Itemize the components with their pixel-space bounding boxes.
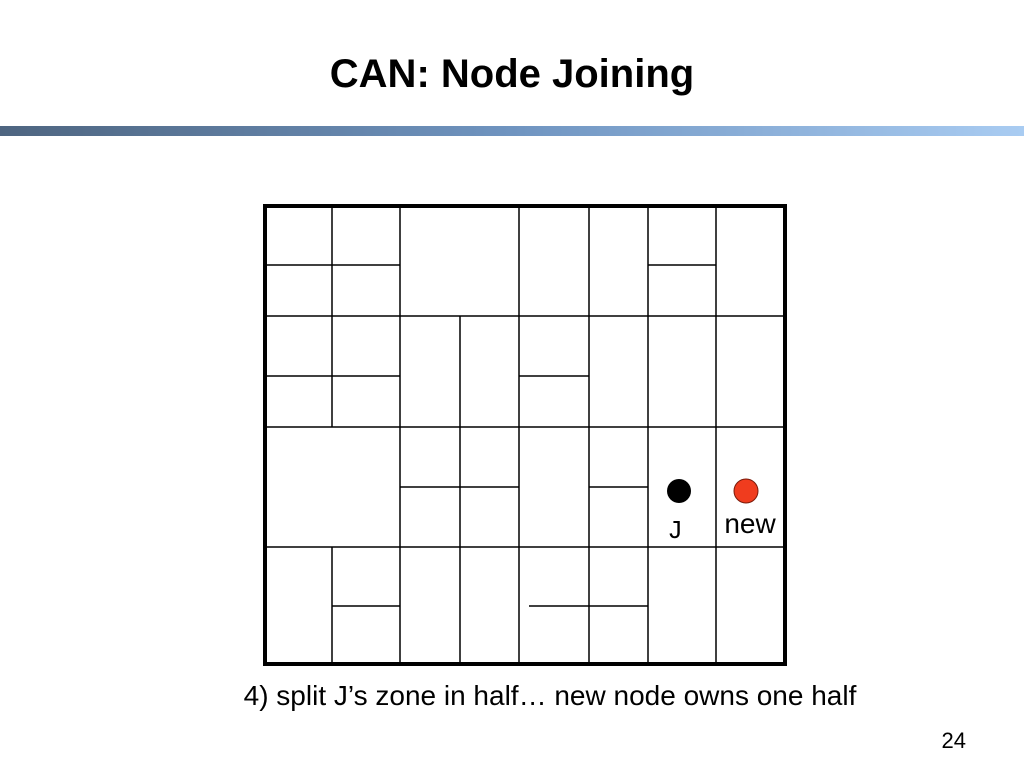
node-new-dot xyxy=(733,478,759,504)
node-new-label: new xyxy=(724,508,776,539)
slide-page-number: 24 xyxy=(941,728,966,753)
node-j-dot xyxy=(667,479,691,503)
slide-title: CAN: Node Joining xyxy=(329,52,695,96)
node-j-label: J xyxy=(667,516,683,546)
title-divider-bar xyxy=(0,126,1024,136)
slide-caption: 4) split J’s zone in half… new node owns… xyxy=(243,680,857,711)
coordinate-space-border xyxy=(263,204,787,666)
zone-boundaries xyxy=(265,206,785,664)
